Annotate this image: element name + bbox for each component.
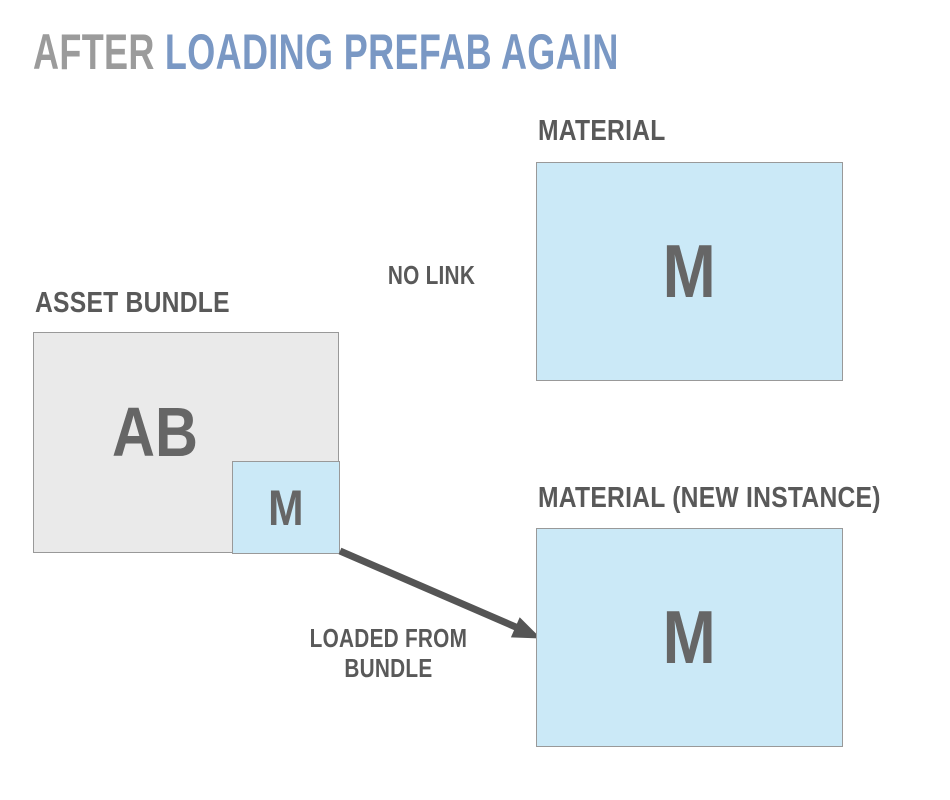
asset-bundle-letter: AB: [112, 393, 198, 471]
no-link-label: NO LINK: [387, 260, 475, 290]
page-title-prefix: AFTER: [33, 24, 155, 80]
loaded-from-bundle-label: LOADED FROM BUNDLE: [309, 623, 467, 683]
material-letter: M: [662, 229, 717, 313]
bundled-material-box: M: [232, 461, 340, 554]
material-new-instance-label: MATERIAL (NEW INSTANCE): [538, 482, 881, 514]
material-new-instance-letter: M: [662, 595, 717, 679]
material-label: MATERIAL: [538, 115, 666, 147]
bundled-material-letter: M: [268, 479, 304, 536]
asset-bundle-box: AB: [33, 332, 339, 553]
material-box: M: [536, 162, 843, 381]
page-title-accent: LOADING PREFAB AGAIN: [164, 24, 619, 80]
asset-bundle-label: ASSET BUNDLE: [35, 287, 230, 319]
material-new-instance-box: M: [536, 528, 843, 747]
